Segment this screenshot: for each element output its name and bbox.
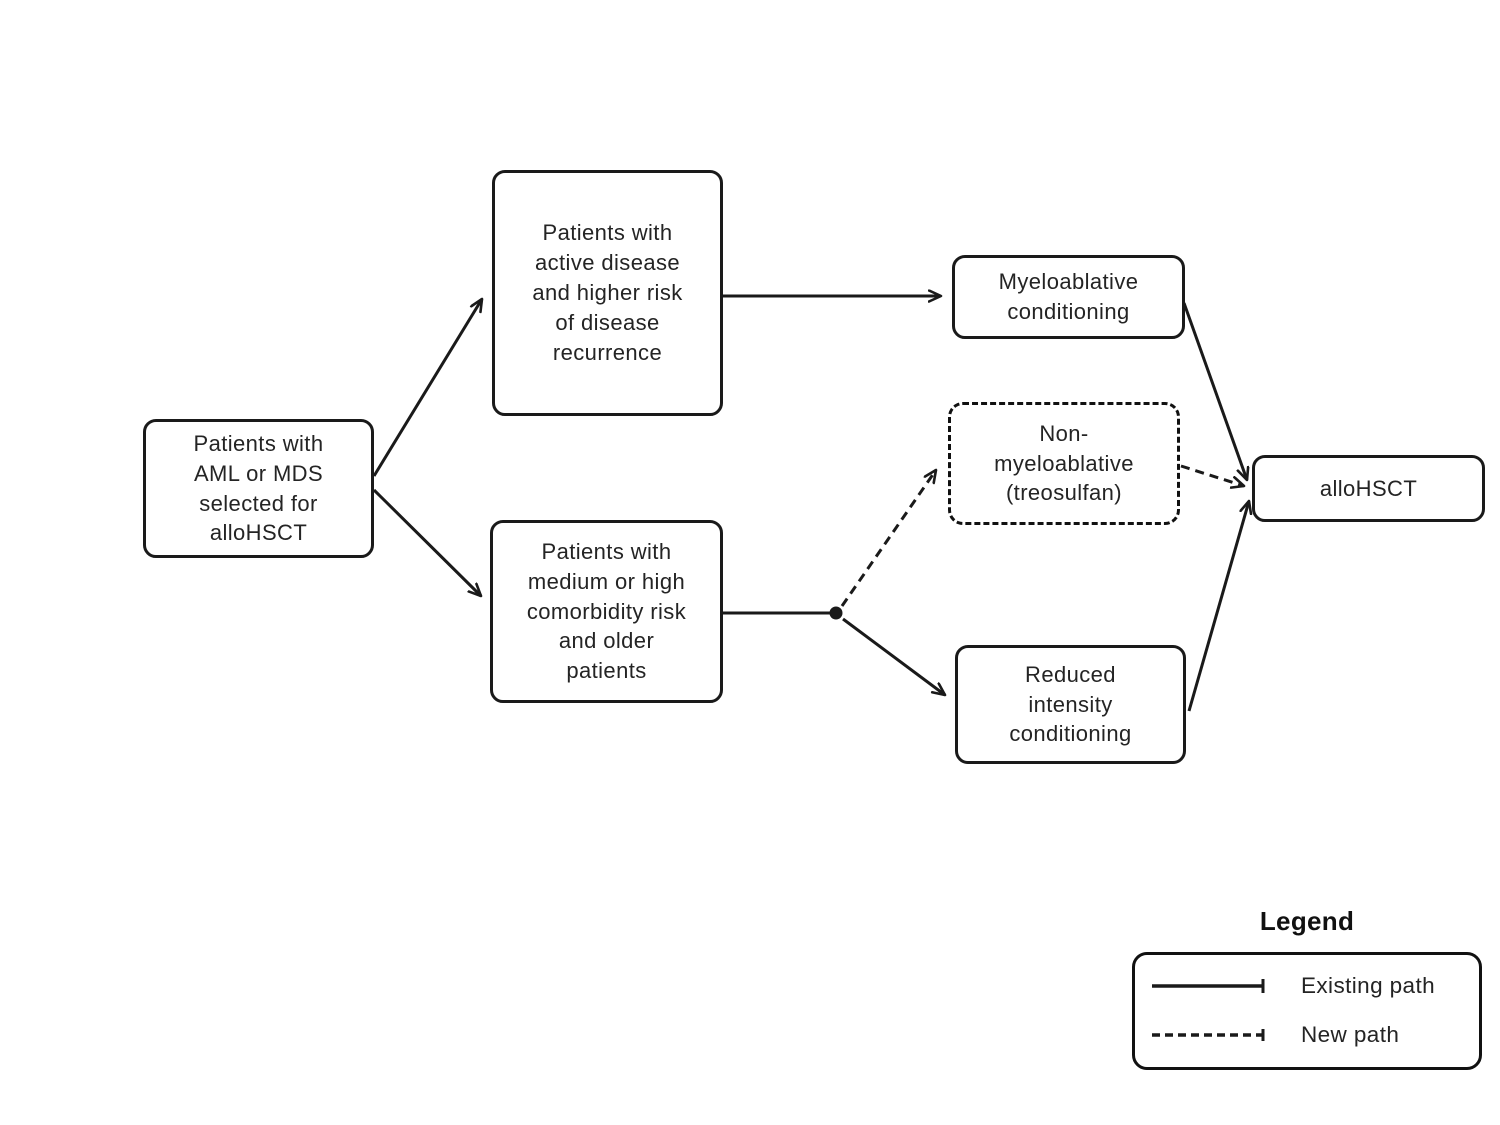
edge-source-to-active-disease <box>372 299 482 477</box>
node-patients-aml-mds-label: Patients with AML or MDS selected for al… <box>193 430 324 546</box>
legend-title: Legend <box>1259 906 1355 936</box>
node-allohsct: alloHSCT <box>1252 455 1485 522</box>
node-reduced-intensity-conditioning-label: Reduced intensity conditioning <box>1009 661 1132 747</box>
junction-dot <box>829 606 843 620</box>
edge-reduced-intensity-to-allohsct <box>1187 501 1249 712</box>
legend-item-existing-path: Existing path <box>1149 973 1473 999</box>
legend-item-new-path: New path <box>1149 1022 1473 1048</box>
node-patients-aml-mds: Patients with AML or MDS selected for al… <box>143 419 374 558</box>
node-allohsct-label: alloHSCT <box>1319 475 1418 501</box>
edge-myeloablative-to-allohsct <box>1182 302 1247 480</box>
edge-junction-to-non-myeloablative <box>840 470 936 607</box>
legend-new-path-label: New path <box>1301 1021 1400 1047</box>
dashed-arrow-sample-icon <box>1152 1028 1265 1041</box>
legend-box: Existing path New path <box>1132 952 1482 1070</box>
node-myeloablative-conditioning: Myeloablative conditioning <box>952 255 1185 339</box>
node-active-disease: Patients with active disease and higher … <box>492 170 723 416</box>
node-reduced-intensity-conditioning: Reduced intensity conditioning <box>955 645 1186 764</box>
node-non-myeloablative: Non- myeloablative (treosulfan) <box>948 402 1180 525</box>
edge-non-myeloablative-to-allohsct <box>1180 464 1244 486</box>
node-myeloablative-conditioning-label: Myeloablative conditioning <box>998 269 1139 324</box>
solid-arrow-sample-icon <box>1152 978 1265 993</box>
node-comorbidity-risk-label: Patients with medium or high comorbidity… <box>526 538 687 684</box>
edge-source-to-comorbidity <box>372 488 481 596</box>
edge-junction-to-reduced-intensity <box>842 617 945 695</box>
node-comorbidity-risk: Patients with medium or high comorbidity… <box>490 520 723 703</box>
node-active-disease-label: Patients with active disease and higher … <box>532 220 683 365</box>
node-non-myeloablative-label: Non- myeloablative (treosulfan) <box>994 420 1134 506</box>
legend-existing-path-label: Existing path <box>1301 972 1436 998</box>
